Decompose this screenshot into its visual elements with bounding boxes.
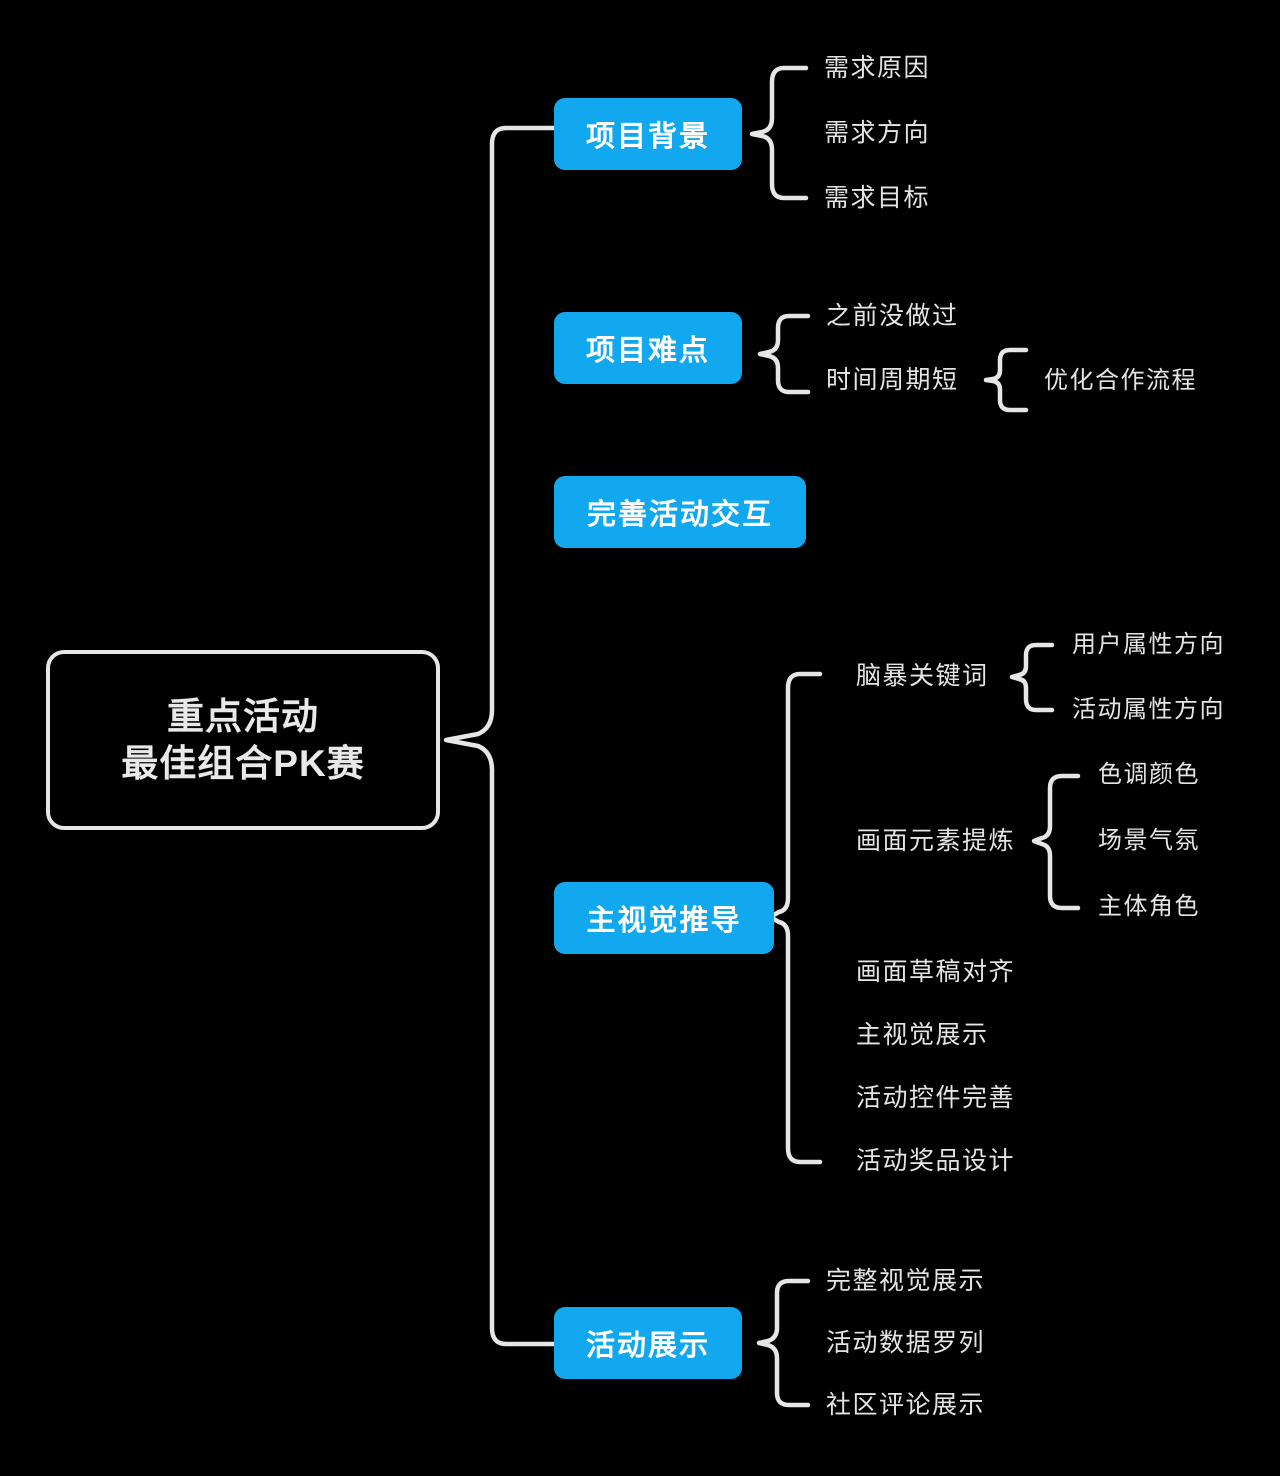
- leaf-full-visual-presentation[interactable]: 完整视觉展示: [826, 1269, 985, 1294]
- leaf-label: 需求方向: [824, 119, 931, 147]
- leaf-label: 活动数据罗列: [826, 1329, 986, 1357]
- branch-label: 主视觉推导: [586, 905, 742, 937]
- leaf-key-visual-presentation[interactable]: 主视觉展示: [856, 1023, 989, 1048]
- leaf-optimize-collaboration-process[interactable]: 优化合作流程: [1044, 369, 1197, 393]
- leaf-short-time-cycle[interactable]: 时间周期短: [826, 368, 959, 393]
- connector-brainstorm-keywords: [1009, 642, 1055, 713]
- leaf-label: 主视觉展示: [856, 1021, 989, 1049]
- leaf-demand-direction[interactable]: 需求方向: [824, 121, 930, 146]
- leaf-brainstorm-keywords[interactable]: 脑暴关键词: [856, 664, 989, 689]
- leaf-demand-reason[interactable]: 需求原因: [824, 56, 930, 81]
- leaf-activity-component-refinement[interactable]: 活动控件完善: [856, 1086, 1015, 1111]
- leaf-label: 之前没做过: [826, 302, 959, 330]
- root-node-line1: 重点活动: [167, 695, 319, 737]
- leaf-user-attribute-direction[interactable]: 用户属性方向: [1072, 633, 1225, 657]
- leaf-never-done-before[interactable]: 之前没做过: [826, 304, 959, 329]
- connector-activity-showcase: [756, 1278, 811, 1408]
- branch-label: 活动展示: [585, 1330, 710, 1362]
- leaf-label: 脑暴关键词: [856, 662, 989, 690]
- leaf-label: 主体角色: [1098, 893, 1200, 920]
- branch-node-project-background[interactable]: 项目背景: [554, 98, 742, 170]
- connector-time-cycle: [983, 347, 1029, 413]
- root-node[interactable]: 重点活动 最佳组合PK赛: [46, 650, 440, 830]
- leaf-label: 活动控件完善: [856, 1084, 1016, 1112]
- leaf-label: 活动属性方向: [1072, 696, 1225, 723]
- leaf-label: 时间周期短: [826, 366, 959, 394]
- leaf-label: 场景气氛: [1098, 827, 1200, 854]
- branch-label: 项目背景: [585, 121, 710, 153]
- leaf-activity-data-listing[interactable]: 活动数据罗列: [826, 1331, 985, 1356]
- branch-label: 项目难点: [585, 335, 710, 367]
- branch-label: 完善活动交互: [586, 499, 773, 531]
- branch-node-project-difficulties[interactable]: 项目难点: [554, 312, 742, 384]
- connector-trunk: [443, 125, 559, 1347]
- leaf-scene-atmosphere[interactable]: 场景气氛: [1098, 829, 1200, 853]
- leaf-label: 完整视觉展示: [826, 1267, 986, 1295]
- leaf-visual-element-extraction[interactable]: 画面元素提炼: [856, 829, 1015, 854]
- leaf-activity-attribute-direction[interactable]: 活动属性方向: [1072, 698, 1225, 722]
- connector-project-difficulties: [757, 313, 811, 395]
- leaf-main-character[interactable]: 主体角色: [1098, 895, 1200, 919]
- leaf-label: 优化合作流程: [1044, 367, 1197, 394]
- leaf-tone-color[interactable]: 色调颜色: [1098, 763, 1200, 787]
- connector-project-background: [749, 65, 809, 201]
- leaf-label: 活动奖品设计: [856, 1147, 1016, 1175]
- leaf-label: 社区评论展示: [826, 1391, 986, 1419]
- root-node-line2: 最佳组合PK赛: [121, 743, 365, 784]
- branch-node-improve-activity-interaction[interactable]: 完善活动交互: [554, 476, 806, 548]
- branch-node-activity-showcase[interactable]: 活动展示: [554, 1307, 742, 1379]
- connector-key-visual: [767, 671, 823, 1165]
- branch-node-key-visual-derivation[interactable]: 主视觉推导: [554, 882, 774, 954]
- leaf-demand-goal[interactable]: 需求目标: [824, 186, 930, 211]
- leaf-label: 色调颜色: [1098, 761, 1200, 788]
- leaf-activity-prize-design[interactable]: 活动奖品设计: [856, 1149, 1015, 1174]
- leaf-label: 用户属性方向: [1072, 631, 1225, 658]
- leaf-label: 画面元素提炼: [856, 827, 1016, 855]
- leaf-draft-alignment[interactable]: 画面草稿对齐: [856, 960, 1015, 985]
- leaf-label: 需求原因: [824, 54, 931, 82]
- leaf-label: 画面草稿对齐: [856, 958, 1016, 986]
- leaf-community-comment-display[interactable]: 社区评论展示: [826, 1393, 985, 1418]
- connector-visual-elements: [1031, 773, 1081, 911]
- leaf-label: 需求目标: [824, 184, 931, 212]
